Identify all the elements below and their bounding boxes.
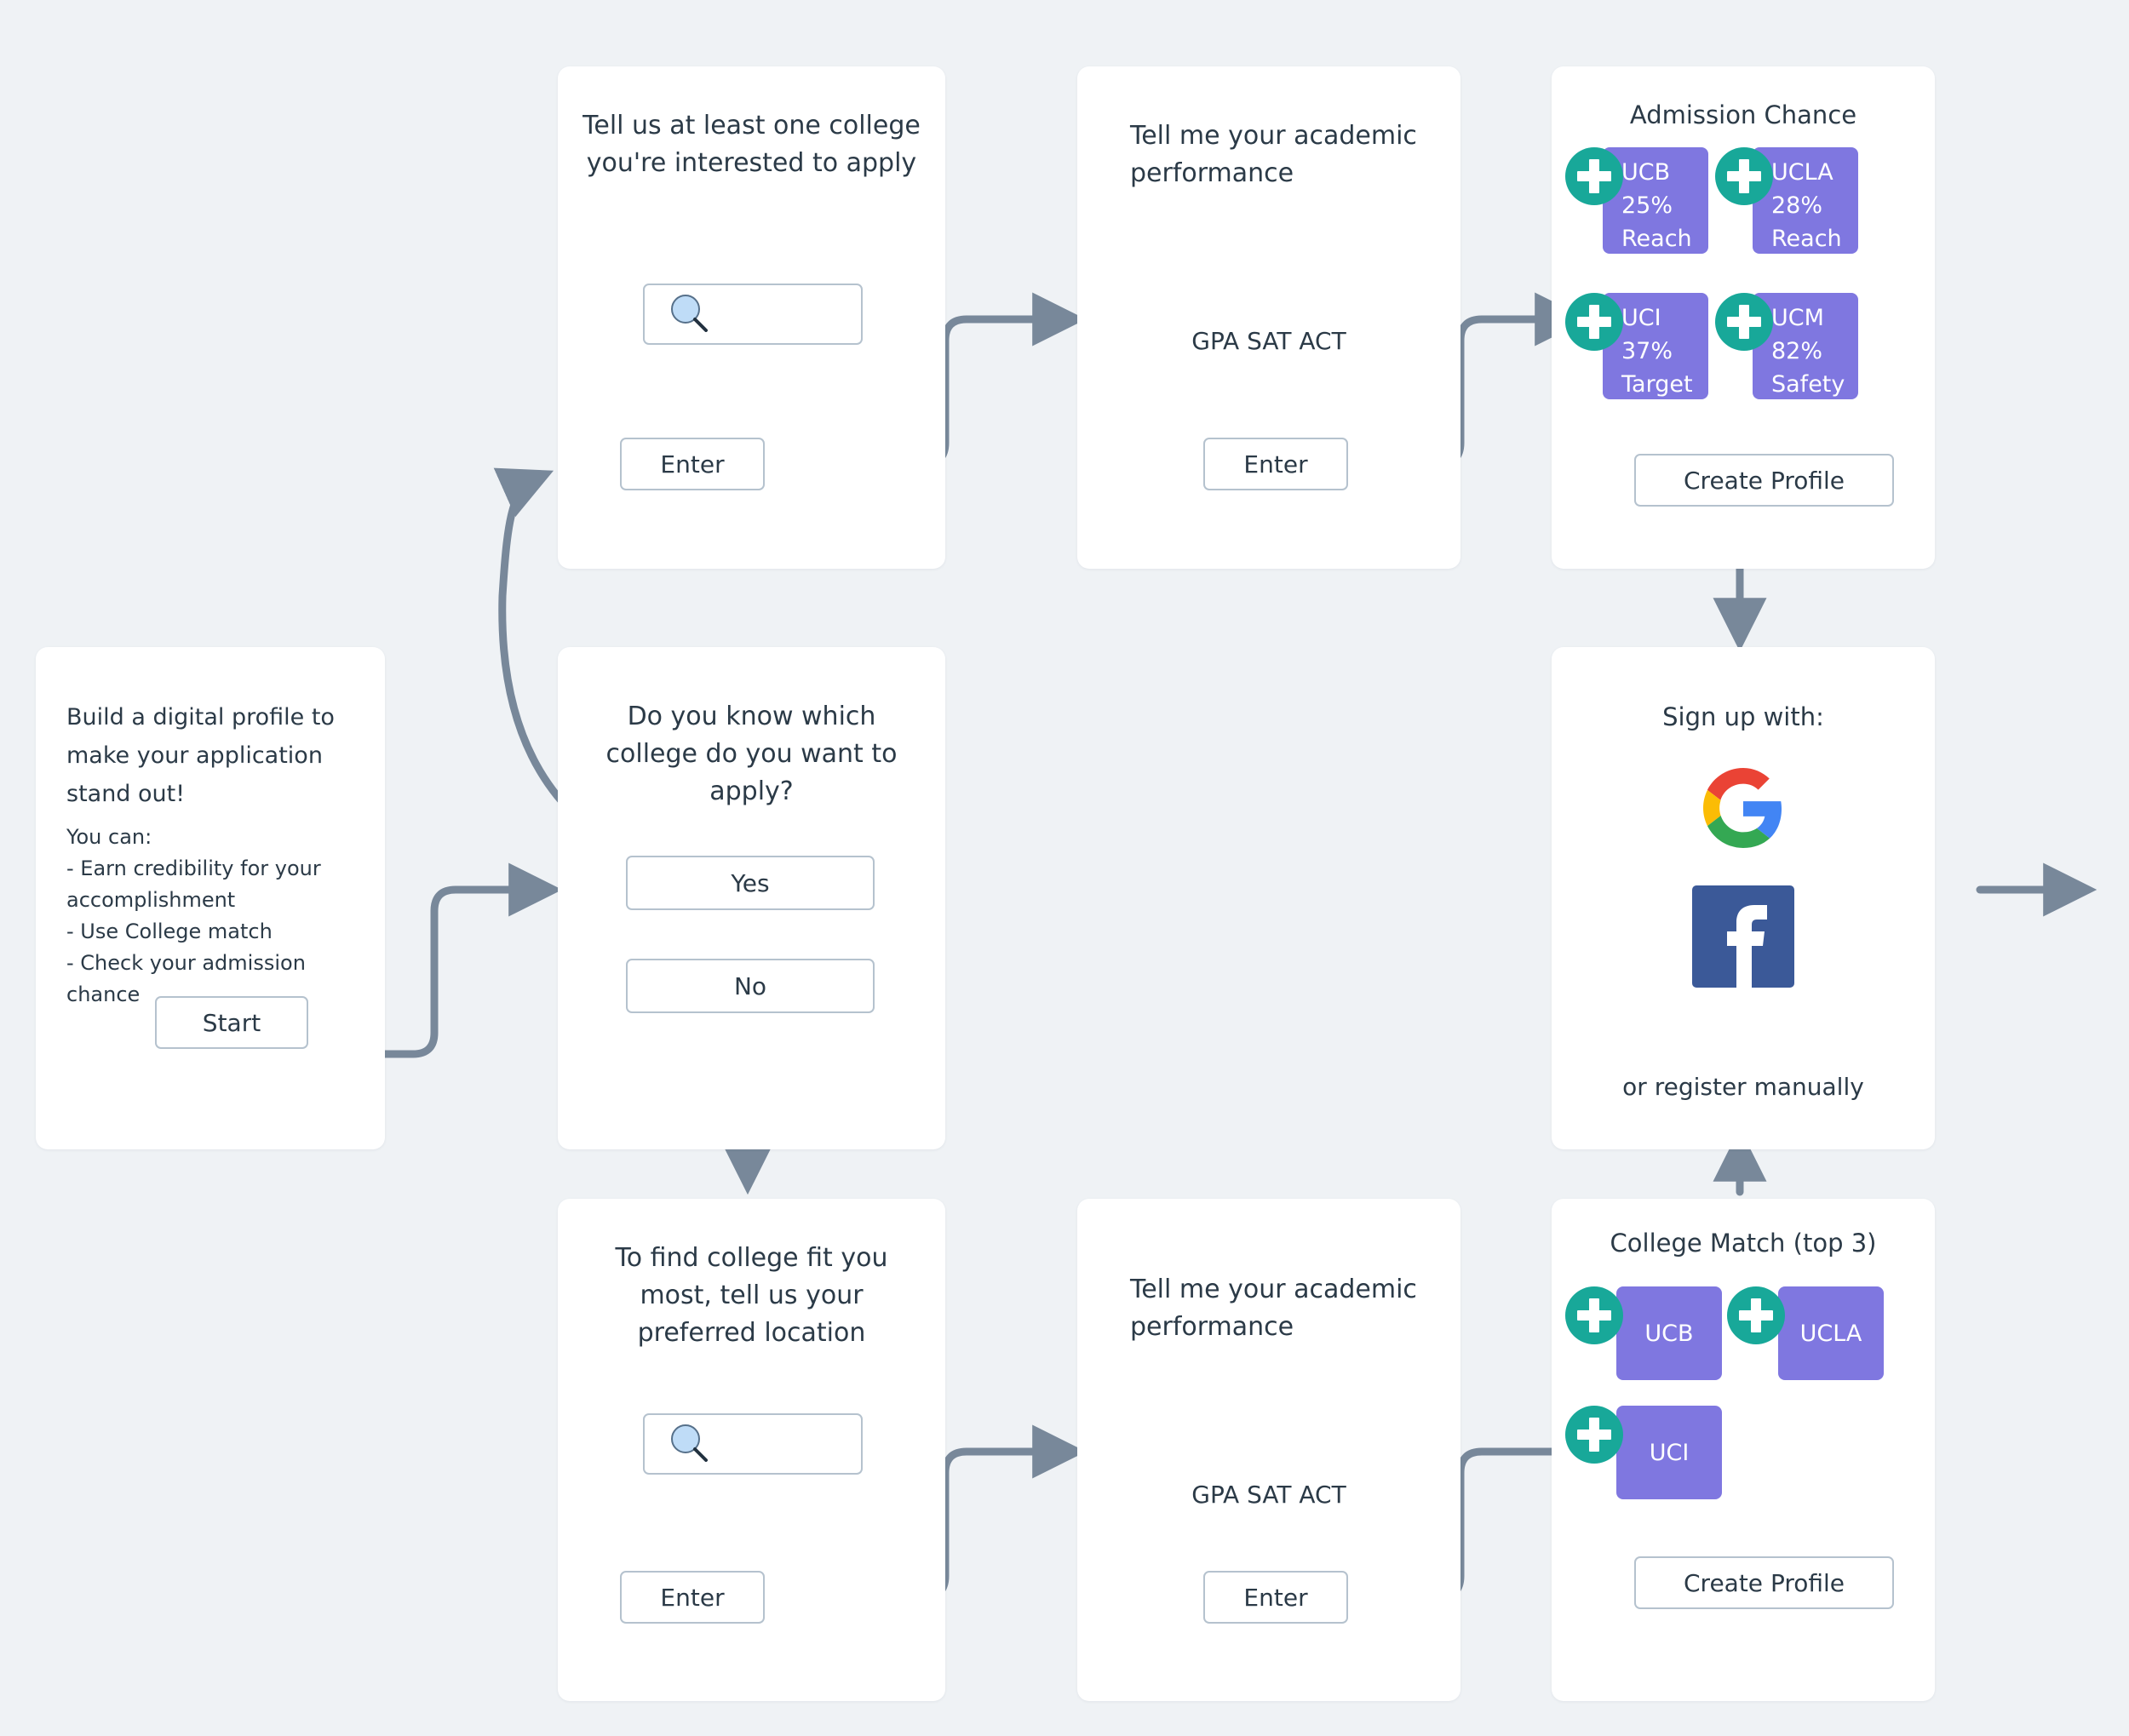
academic-bottom-enter-button[interactable]: Enter	[1203, 1571, 1348, 1624]
plus-icon[interactable]	[1565, 1286, 1623, 1344]
no-button[interactable]: No	[626, 959, 875, 1013]
signup-card: Sign up with: or register manually	[1552, 647, 1935, 1149]
plus-icon[interactable]	[1565, 1406, 1623, 1464]
google-logo-icon[interactable]	[1703, 768, 1783, 851]
academic-top-prompt: Tell me your academic performance	[1130, 121, 1417, 188]
match-tile-ucla-label: UCLA	[1799, 1320, 1862, 1347]
match-tile-ucb-label: UCB	[1644, 1320, 1694, 1347]
facebook-logo-icon[interactable]	[1692, 885, 1794, 991]
decision-card: Do you know which college do you want to…	[558, 647, 945, 1149]
academic-card-bottom: Tell me your academic performance GPA SA…	[1077, 1199, 1460, 1701]
magnifier-icon	[669, 1423, 713, 1465]
yes-button[interactable]: Yes	[626, 856, 875, 910]
magnifier-icon	[669, 293, 713, 335]
college-search-input[interactable]	[643, 284, 863, 345]
signup-title: Sign up with:	[1662, 702, 1824, 731]
intro-card: Build a digital profile to make your app…	[36, 647, 385, 1149]
plus-icon[interactable]	[1715, 147, 1773, 205]
college-search-enter-button[interactable]: Enter	[620, 438, 765, 490]
intro-body: You can: - Earn credibility for your acc…	[66, 825, 321, 1006]
match-tile-ucb[interactable]: UCB	[1616, 1286, 1722, 1380]
manual-register-text[interactable]: or register manually	[1622, 1073, 1864, 1101]
start-button[interactable]: Start	[155, 996, 308, 1049]
college-search-card: Tell us at least one college you're inte…	[558, 66, 945, 569]
admission-chance-title: Admission Chance	[1629, 100, 1857, 129]
college-match-card: College Match (top 3) UCB UCLA UCI Creat…	[1552, 1199, 1935, 1701]
academic-bottom-fields: GPA SAT ACT	[1191, 1481, 1346, 1509]
location-search-enter-button[interactable]: Enter	[620, 1571, 765, 1624]
plus-icon[interactable]	[1565, 147, 1623, 205]
plus-icon[interactable]	[1727, 1286, 1785, 1344]
admission-tile-uci-text: UCI 37% Target	[1621, 305, 1693, 398]
social-buttons	[1552, 768, 1935, 991]
plus-icon[interactable]	[1565, 293, 1623, 351]
admission-create-profile-button[interactable]: Create Profile	[1634, 454, 1894, 507]
academic-top-enter-button[interactable]: Enter	[1203, 438, 1348, 490]
match-tile-ucla[interactable]: UCLA	[1778, 1286, 1884, 1380]
academic-top-fields: GPA SAT ACT	[1191, 327, 1346, 355]
admission-tile-ucla-text: UCLA 28% Reach	[1771, 159, 1842, 252]
plus-icon[interactable]	[1715, 293, 1773, 351]
match-tile-uci[interactable]: UCI	[1616, 1406, 1722, 1499]
college-match-title: College Match (top 3)	[1610, 1229, 1877, 1258]
location-search-card: To find college fit you most, tell us yo…	[558, 1199, 945, 1701]
academic-bottom-prompt: Tell me your academic performance	[1130, 1275, 1417, 1342]
match-create-profile-button[interactable]: Create Profile	[1634, 1556, 1894, 1609]
location-search-prompt: To find college fit you most, tell us yo…	[615, 1243, 888, 1348]
match-tile-uci-label: UCI	[1649, 1439, 1690, 1466]
decision-question: Do you know which college do you want to…	[605, 702, 898, 806]
admission-tile-ucm-text: UCM 82% Safety	[1771, 305, 1845, 398]
college-search-prompt: Tell us at least one college you're inte…	[582, 111, 921, 178]
academic-card-top: Tell me your academic performance GPA SA…	[1077, 66, 1460, 569]
admission-tile-ucb-text: UCB 25% Reach	[1621, 159, 1692, 252]
location-search-input[interactable]	[643, 1413, 863, 1475]
intro-headline: Build a digital profile to make your app…	[66, 704, 335, 807]
admission-chance-card: Admission Chance UCB 25% Reach UCLA 28% …	[1552, 66, 1935, 569]
